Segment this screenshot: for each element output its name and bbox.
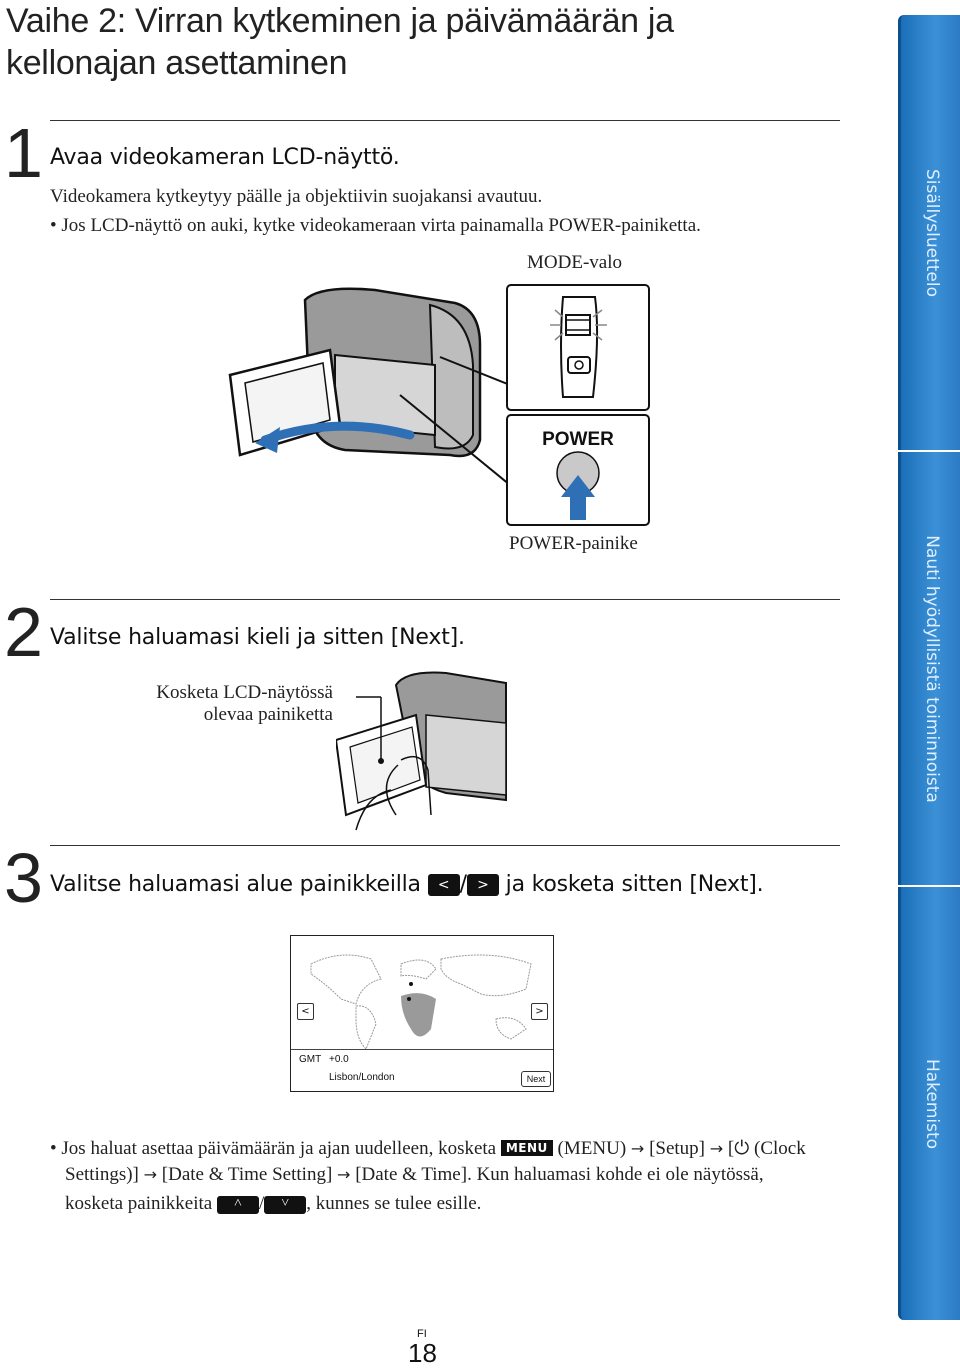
note-line-2: Settings)] → [Date & Time Setting] → [Da… — [65, 1164, 764, 1185]
page-title: Vaihe 2: Virran kytkeminen ja päivämäärä… — [6, 2, 674, 82]
step1-bullet: • Jos LCD-näyttö on auki, kytke videokam… — [50, 215, 701, 236]
tab-index-label: Hakemisto — [922, 1058, 943, 1149]
world-map — [310, 954, 532, 1050]
tab-contents[interactable]: Sisällysluettelo — [898, 15, 960, 450]
movie-mode-icon — [565, 314, 591, 336]
language-code: FI — [417, 1328, 427, 1340]
next-button[interactable]: Next — [521, 1071, 551, 1087]
photo-mode-icon — [567, 356, 591, 374]
step3-divider — [50, 845, 840, 846]
note-line-3: kosketa painikkeita ˄/˅, kunnes se tulee… — [65, 1193, 482, 1214]
step2-heading: Valitse haluamasi kieli ja sitten [Next]… — [50, 625, 465, 650]
note-line-1: • Jos haluat asettaa päivämäärän ja ajan… — [50, 1138, 806, 1159]
bullet-icon: • — [50, 215, 62, 236]
step1-divider — [50, 120, 840, 121]
mode-light-label: MODE-valo — [527, 252, 622, 273]
arrow-right-icon: → — [709, 1139, 724, 1158]
clock-icon: ⏻ — [734, 1138, 750, 1159]
light-rays-icon — [550, 309, 607, 341]
gmt-value: +0.0 — [329, 1054, 349, 1065]
touch-lcd-illustration — [336, 671, 507, 831]
step3-number: 3 — [4, 839, 43, 917]
step1-heading: Avaa videokameran LCD-näyttö. — [50, 145, 400, 170]
arrow-right-icon: → — [630, 1139, 645, 1158]
chevron-right-icon: > — [466, 874, 499, 896]
city-name: Lisbon/London — [329, 1072, 395, 1083]
highlighted-region — [401, 993, 436, 1037]
gmt-label: GMT — [299, 1054, 322, 1065]
press-arrow — [561, 475, 595, 520]
tab-useful-functions-label: Nauti hyödyllisistä toiminnoista — [922, 534, 943, 803]
power-label: POWER — [542, 429, 614, 450]
step1-number: 1 — [4, 114, 43, 192]
chevron-left-icon: < — [427, 874, 460, 896]
open-direction-arrow — [260, 421, 415, 445]
arrow-right-icon: → — [337, 1165, 351, 1184]
camera-open-lcd-illustration: POWER — [228, 284, 650, 526]
tab-useful-functions[interactable]: Nauti hyödyllisistä toiminnoista — [898, 452, 960, 885]
step2-number: 2 — [4, 593, 43, 671]
menu-icon: MENU — [500, 1140, 553, 1156]
power-button-label: POWER-painike — [509, 533, 638, 554]
finger-icon — [385, 755, 432, 816]
step2-divider — [50, 599, 840, 600]
step1-body: Videokamera kytkeytyy päälle ja objektii… — [50, 186, 543, 207]
prev-area-button[interactable]: < — [297, 1003, 314, 1020]
chevron-down-icon: ˅ — [264, 1195, 307, 1214]
step3-heading: Valitse haluamasi alue painikkeilla </> … — [50, 872, 764, 897]
chevron-up-icon: ˄ — [216, 1195, 259, 1214]
arrow-right-icon: → — [143, 1165, 158, 1184]
tab-contents-label: Sisällysluettelo — [922, 168, 942, 297]
next-area-button[interactable]: > — [531, 1003, 548, 1020]
screen-divider — [291, 1049, 553, 1050]
tab-index[interactable]: Hakemisto — [898, 887, 960, 1320]
area-setting-screen: < > GMT +0.0 Lisbon/London Next — [290, 935, 554, 1092]
touch-callout: Kosketa LCD-näytössä olevaa painiketta — [156, 682, 333, 725]
bullet-icon: • — [50, 1138, 62, 1159]
page-number: 18 — [408, 1338, 437, 1368]
